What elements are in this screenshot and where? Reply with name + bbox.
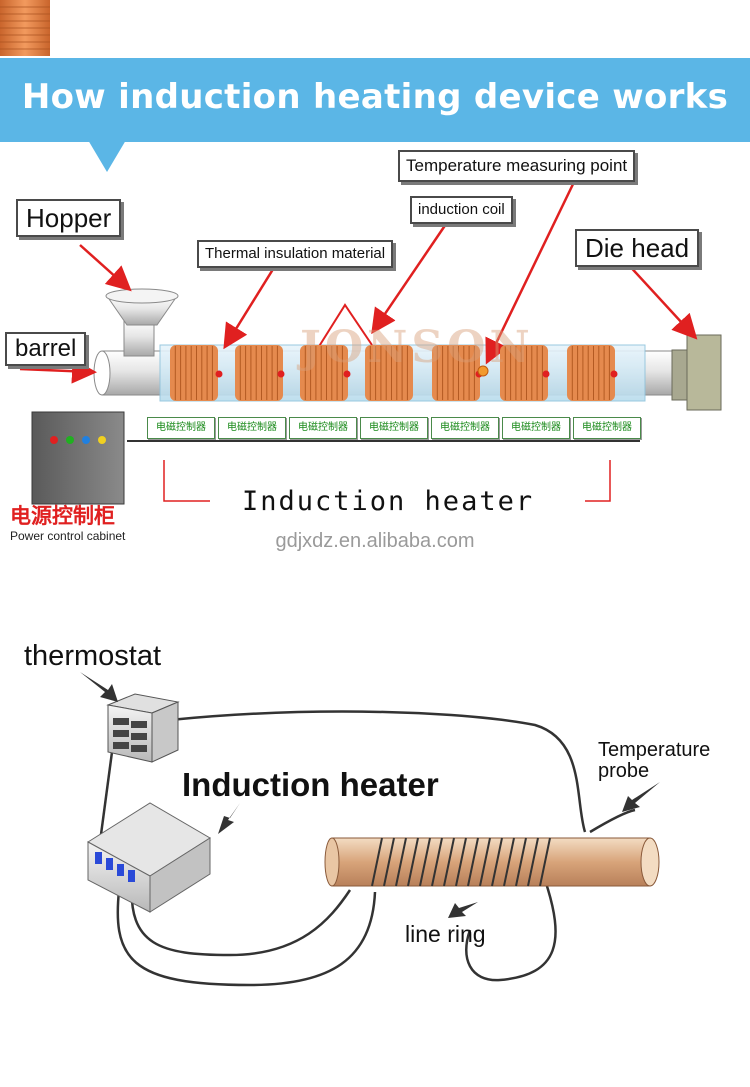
page-title: How induction heating device works — [21, 77, 729, 117]
coil-turn — [455, 837, 467, 887]
induction-coils — [0, 0, 50, 56]
cabinet-english-label: Power control cabinet — [10, 529, 126, 543]
induction-heater-label: Induction heater — [182, 766, 439, 803]
coil-turn — [383, 837, 395, 887]
temp-measuring-point-label: Temperature measuring point — [398, 150, 636, 182]
coil-turn — [491, 837, 503, 887]
title-banner — [0, 58, 750, 142]
die-head — [671, 334, 722, 411]
thermostat-label: thermostat — [24, 640, 161, 672]
coil-turn — [431, 837, 443, 887]
coil-turn — [479, 837, 491, 887]
controller-box: 电磁控制器 — [218, 417, 286, 439]
heated-rod — [324, 837, 660, 887]
hopper-label: Hopper — [16, 199, 122, 237]
die-head-label: Die head — [575, 229, 700, 267]
line-ring-coil — [371, 837, 551, 887]
measuring-point-dot — [277, 370, 285, 378]
website-url: gdjxdz.en.alibaba.com — [275, 530, 475, 552]
power-control-cabinet — [31, 411, 125, 505]
controller-box: 电磁控制器 — [502, 417, 570, 439]
induction-coil — [432, 345, 480, 401]
induction-coil — [235, 345, 283, 401]
induction-heater-box — [87, 802, 211, 913]
induction-coil-label: induction coil — [410, 196, 513, 224]
coil-turn — [443, 837, 455, 887]
measuring-point-dot — [610, 370, 618, 378]
induction-coil — [500, 345, 548, 401]
cables — [98, 710, 636, 987]
line-ring-label: line ring — [405, 921, 486, 947]
controller-box: 电磁控制器 — [431, 417, 499, 439]
induction-coil — [170, 345, 218, 401]
coil-turn — [527, 837, 539, 887]
induction-heater-caption: Induction heater — [242, 486, 535, 517]
coil-turn — [419, 837, 431, 887]
coil-turn — [395, 837, 407, 887]
heater-bracket — [163, 460, 611, 502]
watermark: JONSON — [300, 322, 534, 373]
controller-box: 电磁控制器 — [360, 417, 428, 439]
induction-coil — [365, 345, 413, 401]
controller-box: 电磁控制器 — [573, 417, 641, 439]
cabinet-chinese-label: 电源控制柜 — [10, 505, 115, 528]
induction-coil — [567, 345, 615, 401]
thermal-insulation-label: Thermal insulation material — [197, 240, 394, 268]
measuring-point-dot — [215, 370, 223, 378]
coil-turn — [467, 837, 479, 887]
coil-turn — [539, 837, 551, 887]
measuring-point-dot — [343, 370, 351, 378]
thermostat-box — [106, 693, 180, 763]
hopper-funnel — [105, 288, 179, 357]
temperature-measuring-point — [477, 365, 489, 377]
coil-turn — [503, 837, 515, 887]
callout-arrows — [19, 179, 698, 384]
coil-turn — [407, 837, 419, 887]
controller-box: 电磁控制器 — [289, 417, 357, 439]
barrel-label: barrel — [5, 332, 87, 366]
controller-box: 电磁控制器 — [147, 417, 215, 439]
induction-coil — [300, 345, 348, 401]
coil-turn — [515, 837, 527, 887]
coil-turn — [371, 837, 383, 887]
pointer-arrows — [80, 672, 660, 918]
measuring-point-dot — [542, 370, 550, 378]
temperature-probe-label: Temperature probe — [598, 739, 711, 782]
